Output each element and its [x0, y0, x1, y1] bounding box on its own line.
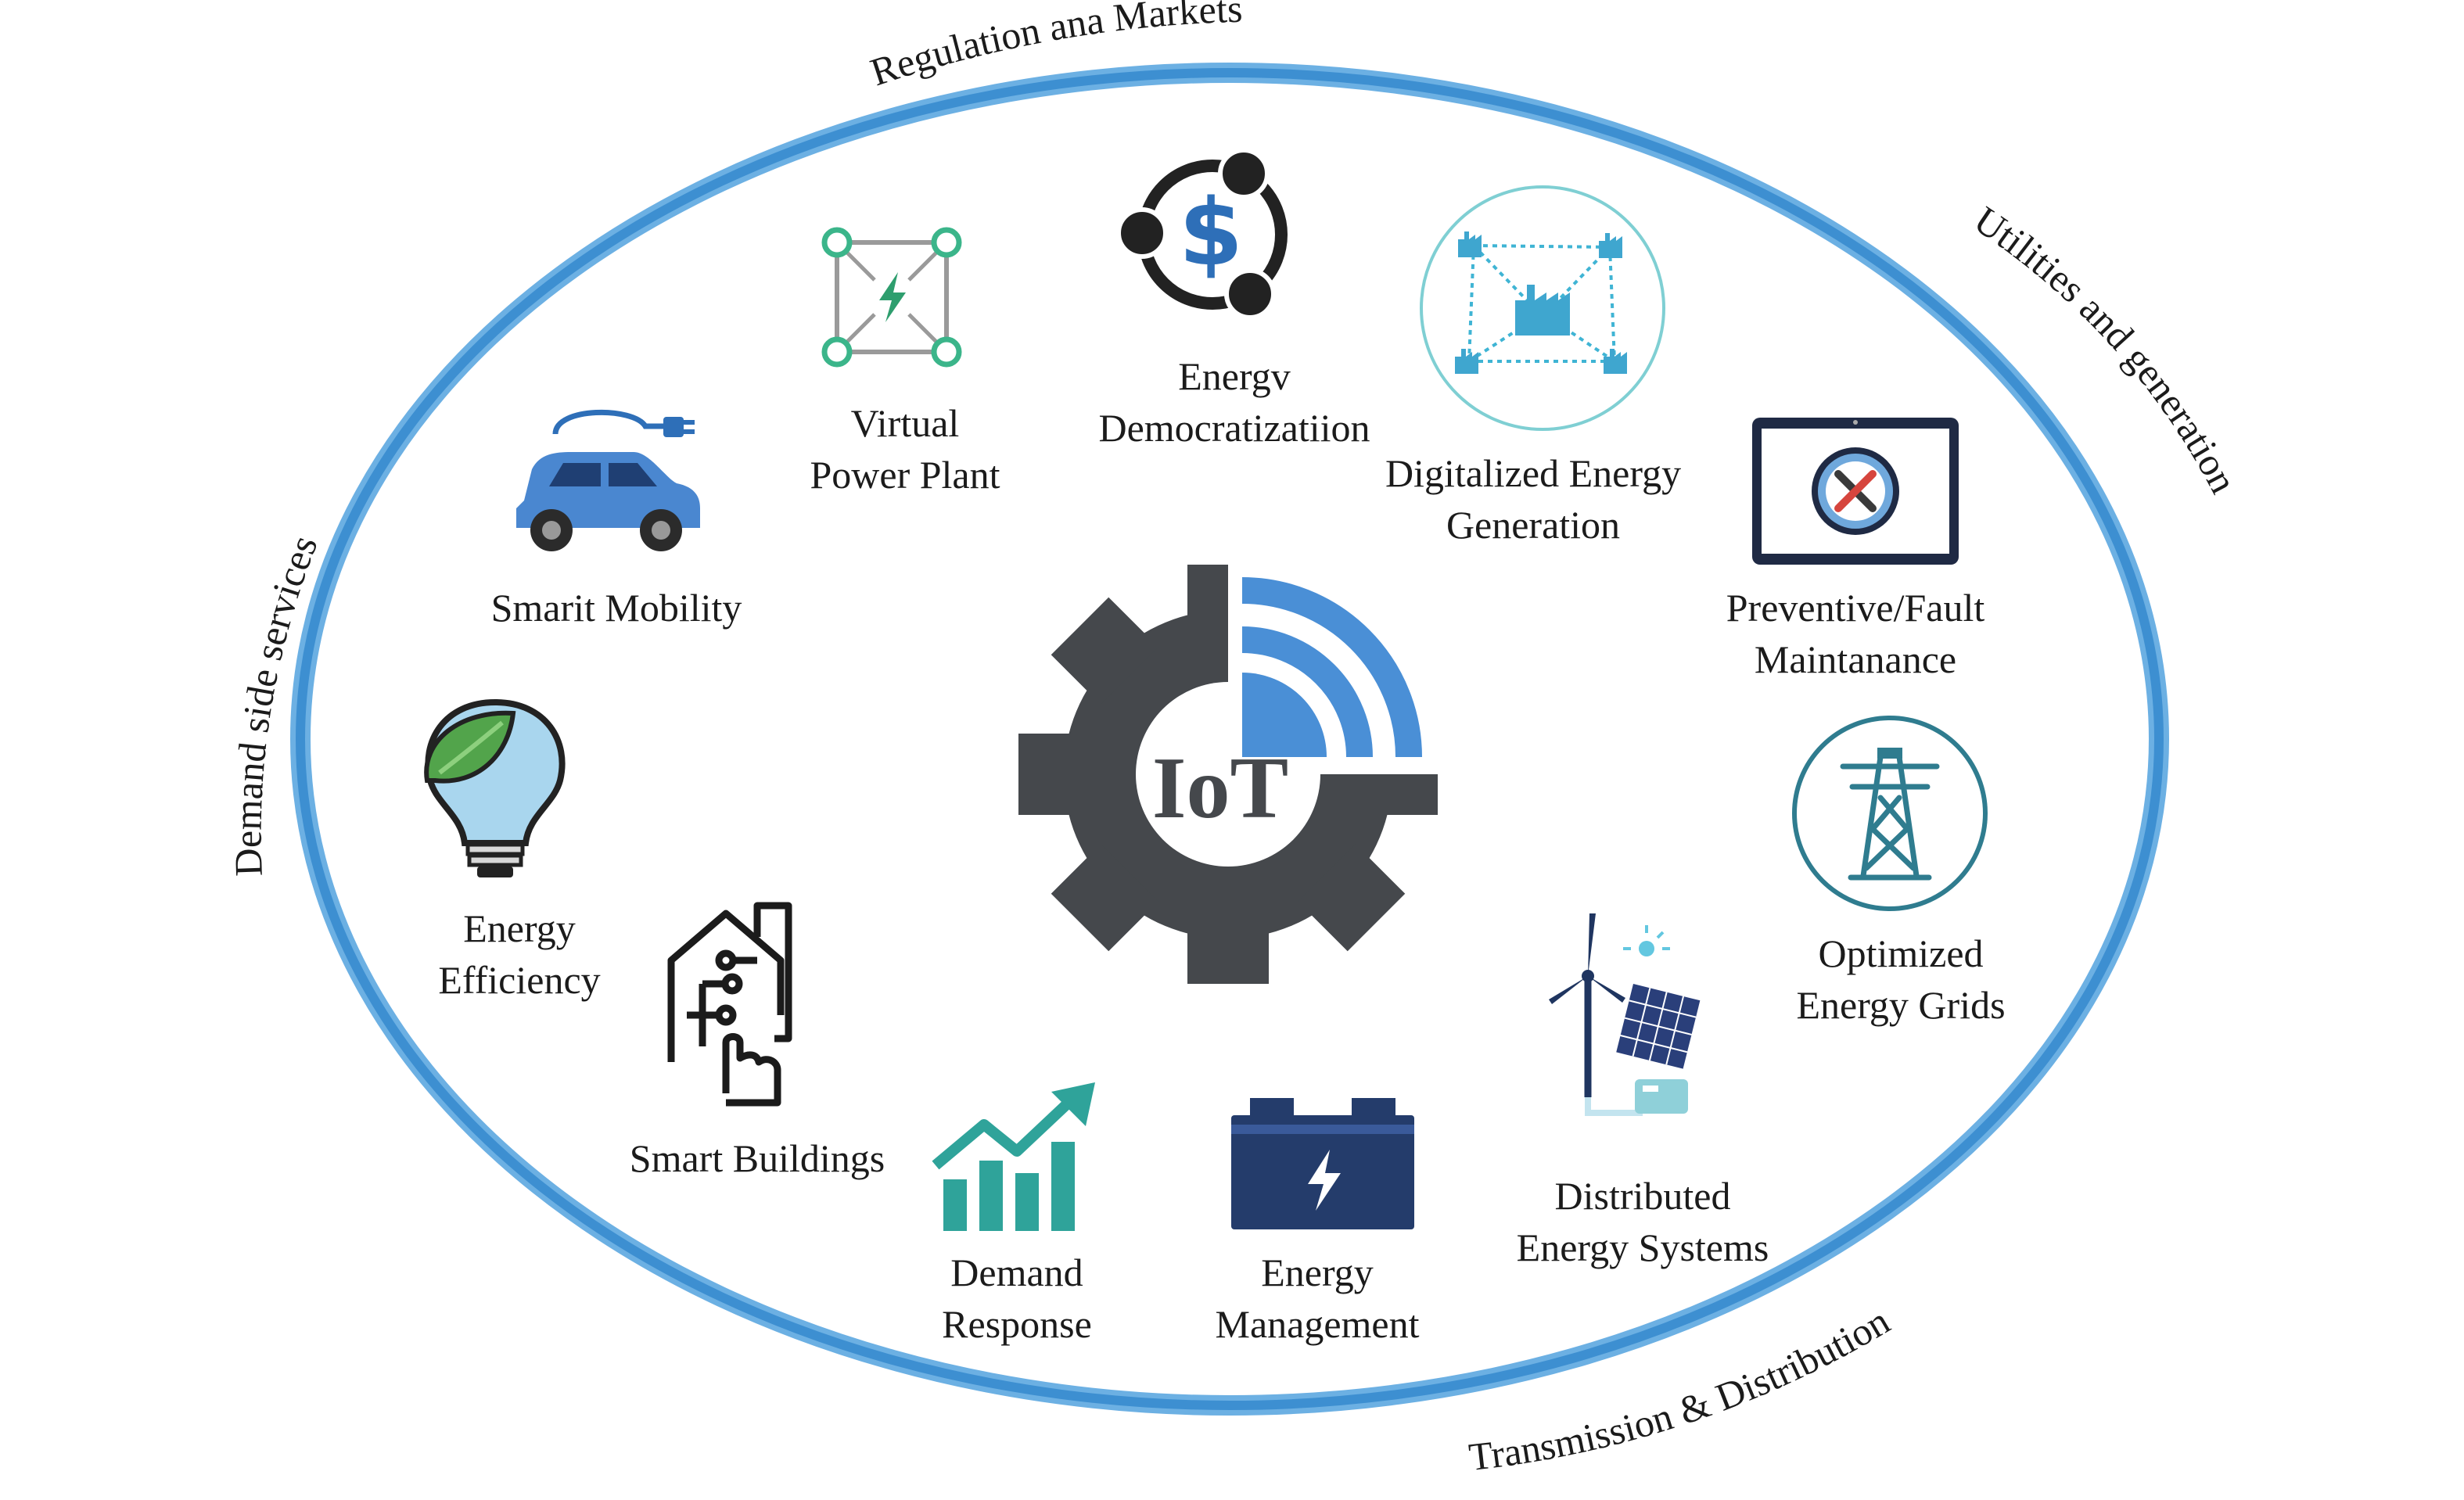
- node-label-smart-buildings: Smart Buildings: [629, 1136, 885, 1180]
- node-label-smart-mobility: Smarit Mobility: [490, 586, 742, 630]
- dollar-network-icon: $: [1116, 148, 1288, 320]
- battery-icon: [1231, 1098, 1414, 1229]
- iot-label: IoT: [1152, 740, 1288, 837]
- sector-label-utilities: Utilities and generation: [1967, 198, 2246, 501]
- iot-gear-icon: IoT: [1018, 547, 1455, 984]
- electric-car-icon: [516, 409, 700, 551]
- virtual-power-plant-icon: [821, 227, 962, 368]
- eco-lightbulb-icon: [424, 698, 566, 877]
- wind-solar-icon: [1549, 913, 1701, 1116]
- growth-chart-icon: [932, 1082, 1095, 1231]
- svg-text:$: $: [1179, 178, 1243, 286]
- smart-building-icon: [667, 902, 792, 1107]
- maintenance-tablet-icon: [1752, 418, 1959, 565]
- factory-network-icon: [1420, 185, 1665, 431]
- transmission-tower-icon: [1792, 716, 1988, 911]
